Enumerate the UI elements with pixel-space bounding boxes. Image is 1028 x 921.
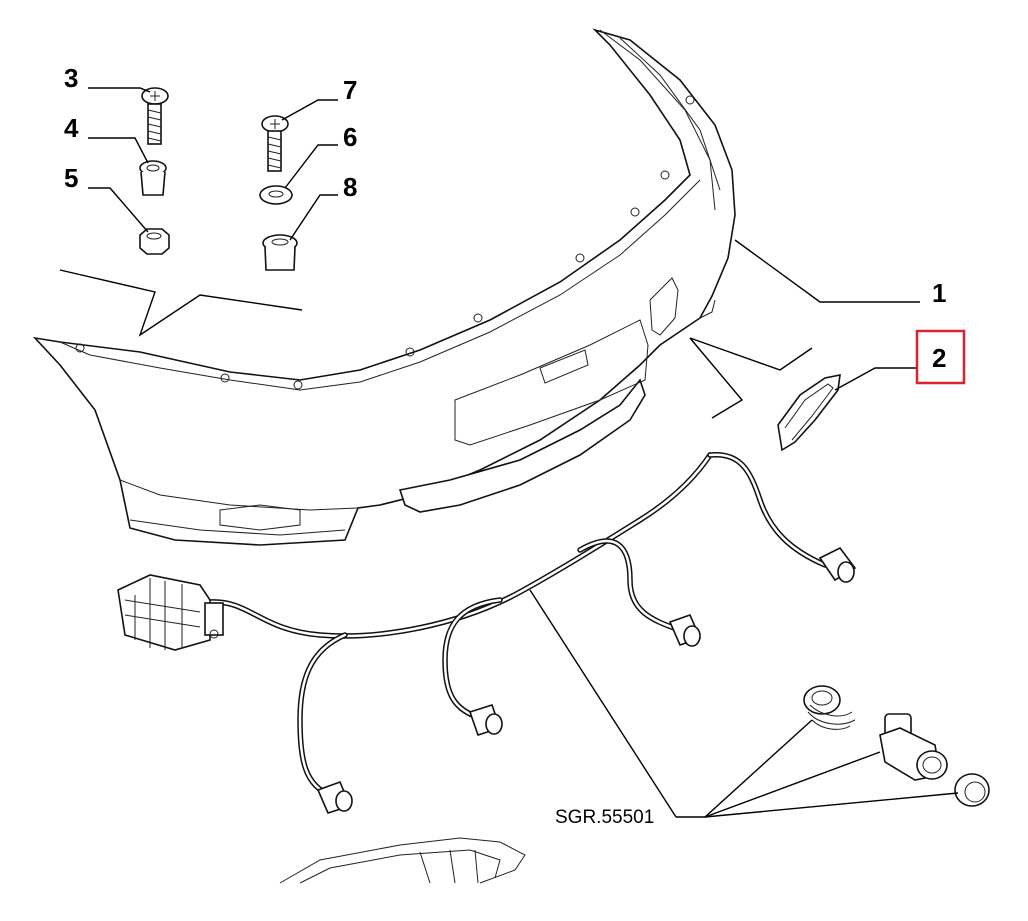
leader-lines <box>88 87 959 818</box>
label-4: 4 <box>64 113 79 143</box>
harness-main-connector <box>117 574 224 651</box>
label-8: 8 <box>343 172 357 202</box>
rear-bumper <box>32 28 736 546</box>
label-1: 1 <box>932 278 946 308</box>
bushing-8 <box>262 234 298 271</box>
reflector-2 <box>777 373 841 452</box>
screw-3 <box>141 87 169 145</box>
sensor-cap <box>954 773 990 807</box>
sensor-plug <box>316 780 353 814</box>
taillight-outline <box>279 837 526 884</box>
sensor-plug <box>668 613 702 647</box>
fastener-location-arrow <box>59 269 303 337</box>
sensor-plug <box>818 546 857 583</box>
drawing-code: SGR.55501 <box>555 807 654 828</box>
highlight-box <box>915 329 966 385</box>
nut-5 <box>139 228 170 255</box>
label-5: 5 <box>64 163 78 193</box>
label-7: 7 <box>343 75 357 105</box>
label-3: 3 <box>64 63 78 93</box>
parking-sensor-harness <box>117 451 857 814</box>
screw-7 <box>261 115 289 172</box>
sensor-spring-grommet <box>803 685 856 730</box>
washer-6 <box>259 185 293 205</box>
parking-sensor <box>879 713 948 781</box>
label-6: 6 <box>343 122 357 152</box>
reflector-location-arrow <box>689 337 813 419</box>
sensor-plug <box>468 704 503 736</box>
label-2: 2 <box>932 343 946 373</box>
bushing-4 <box>139 160 167 196</box>
